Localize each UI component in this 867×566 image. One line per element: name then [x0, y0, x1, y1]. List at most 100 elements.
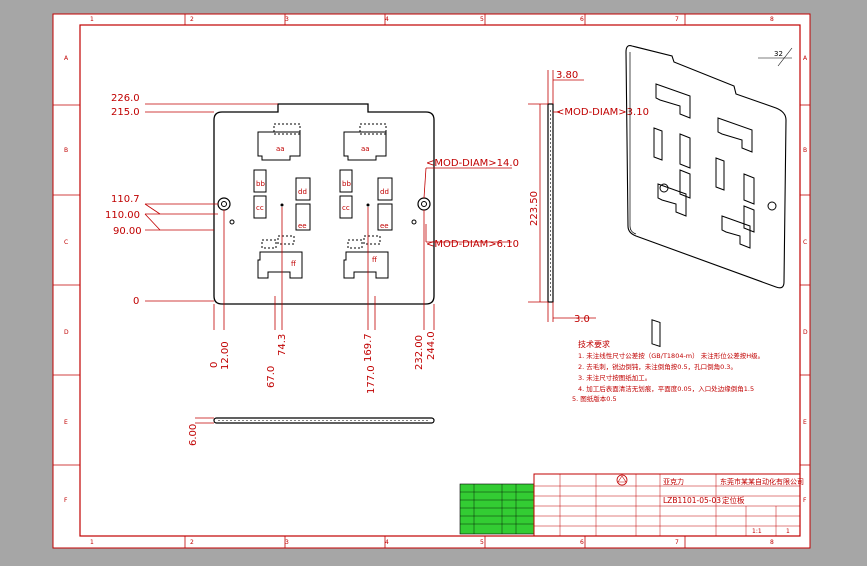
material: 亚克力 — [663, 477, 684, 486]
dim-thickness: 6.00 — [188, 424, 199, 446]
zone-labels: 1 2 3 4 5 6 7 8 1 2 3 4 5 6 7 8 A B C D … — [64, 16, 808, 546]
left-dimensions: 226.0 215.0 110.7 110.00 90.00 0 — [105, 93, 142, 307]
notes-line-3: 3. 未注尺寸按图纸加工。 — [578, 373, 651, 382]
pocket-label: cc — [342, 204, 350, 212]
iso-pockets — [651, 83, 755, 348]
side-view[interactable]: 3.80 223.50 <MOD-DIAM>3.10 3.0 — [528, 70, 649, 325]
iso-hole — [659, 183, 669, 193]
pocket-label: ee — [298, 222, 307, 230]
scale-value: 1:1 — [752, 528, 762, 535]
dim-215: 215.0 — [111, 107, 140, 118]
bottom-dimensions: 0 12.00 67.0 74.3 169.7 177.0 232.00 244… — [209, 331, 437, 394]
right-locating-hole-inner — [421, 201, 427, 207]
technical-notes: 技术要求 1. 未注线性尺寸公差按（GB/T1804-m） 未注形位公差按H级。… — [572, 339, 764, 403]
bottom-view[interactable]: 6.00 — [188, 417, 435, 446]
pocket-label: ff — [372, 256, 377, 264]
small-hole — [411, 219, 417, 225]
callout-14: <MOD-DIAM>14.0 — [426, 158, 519, 169]
dim-x-67: 67.0 — [266, 366, 277, 388]
pocket-group-right — [339, 123, 393, 279]
col-label: 6 — [580, 539, 584, 546]
pocket-label: dd — [380, 188, 389, 196]
drawing-frame — [79, 24, 801, 537]
isometric-view[interactable]: 32 — [625, 45, 793, 348]
dim-0: 0 — [133, 296, 139, 307]
drawing-number: LZB1101-05-03 — [663, 496, 721, 505]
col-label: 5 — [480, 16, 484, 23]
dim-226: 226.0 — [111, 93, 140, 104]
col-label: 1 — [90, 539, 94, 546]
hole-callout-leaders — [423, 167, 512, 243]
col-label: 2 — [190, 16, 194, 23]
dim-x-0: 0 — [209, 362, 220, 368]
side-dimension-leaders — [528, 70, 596, 322]
company-logo-icon — [616, 474, 628, 486]
title-block[interactable]: 东莞市某某自动化有限公司 亚克力 LZB1101-05-03 定位板 1:1 1 — [459, 473, 804, 537]
col-label: 4 — [385, 539, 389, 546]
row-label: A — [803, 55, 808, 62]
col-label: 8 — [770, 16, 774, 23]
plate-edge-outline — [213, 417, 435, 424]
row-label: D — [64, 329, 69, 336]
left-locating-hole-inner — [221, 201, 227, 207]
col-label: 2 — [190, 539, 194, 546]
iso-plate-edge — [629, 52, 637, 235]
pocket-label: aa — [276, 145, 285, 153]
callout-3-10: <MOD-DIAM>3.10 — [556, 107, 649, 118]
side-outline — [547, 103, 554, 303]
pocket-label: cc — [256, 204, 264, 212]
col-label: 5 — [480, 539, 484, 546]
pocket-label: aa — [361, 145, 370, 153]
row-label: E — [803, 419, 807, 426]
dim-x-232: 232.00 — [414, 335, 425, 370]
sheet-value: 1 — [786, 528, 790, 535]
row-label: F — [64, 497, 68, 504]
row-label: F — [803, 497, 807, 504]
dim-x-12: 12.00 — [220, 341, 231, 370]
pocket-label: bb — [342, 180, 351, 188]
zone-ticks — [53, 14, 810, 548]
notes-line-1: 1. 未注线性尺寸公差按（GB/T1804-m） 未注形位公差按H级。 — [578, 351, 764, 360]
dim-223-50: 223.50 — [529, 191, 540, 226]
pocket-label: dd — [298, 188, 307, 196]
bottom-dimension-leaders — [213, 207, 435, 330]
dim-x-177: 177.0 — [366, 365, 377, 394]
notes-line-2: 2. 去毛刺，锐边倒钝，未注倒角按0.5，孔口倒角0.3。 — [578, 362, 737, 371]
title-block-frame — [533, 473, 801, 537]
center-point — [280, 203, 284, 207]
iso-marker-slash — [777, 47, 793, 67]
pocket-label: bb — [256, 180, 265, 188]
row-label: B — [803, 147, 807, 154]
company-name: 东莞市某某自动化有限公司 — [720, 477, 804, 486]
sheet-border — [52, 13, 811, 549]
col-label: 7 — [675, 16, 679, 23]
col-label: 4 — [385, 16, 389, 23]
row-label: C — [64, 239, 68, 246]
row-label: A — [64, 55, 69, 62]
dim-x-244: 244.0 — [426, 331, 437, 360]
revision-table-grid — [460, 484, 534, 534]
pocket-label: ee — [380, 222, 389, 230]
col-label: 6 — [580, 16, 584, 23]
dim-110: 110.00 — [105, 210, 140, 221]
notes-title: 技术要求 — [578, 339, 610, 349]
col-label: 8 — [770, 539, 774, 546]
plate-outline — [213, 103, 435, 305]
notes-line-4: 4. 加工后表面清洁无划痕，平面度0.05，入口处边缘倒角1.5 — [578, 384, 754, 393]
iso-plate-outline — [625, 45, 787, 289]
row-label: C — [803, 239, 807, 246]
iso-scale-label: 32 — [774, 50, 783, 58]
col-label: 3 — [285, 16, 289, 23]
part-name: 定位板 — [722, 495, 745, 505]
row-label: D — [803, 329, 808, 336]
front-view[interactable]: aa aa dd dd ee ee ff ff bb cc bb cc 226.… — [105, 93, 519, 394]
dim-110-7: 110.7 — [111, 194, 140, 205]
left-dimension-leaders — [144, 103, 278, 302]
title-block-grid — [534, 474, 800, 536]
dim-x-169-7: 169.7 — [363, 333, 374, 362]
col-label: 1 — [90, 16, 94, 23]
row-label: B — [64, 147, 68, 154]
pocket-labels: aa aa dd dd ee ee ff ff bb cc bb cc — [256, 145, 389, 268]
dim-90: 90.00 — [113, 226, 142, 237]
